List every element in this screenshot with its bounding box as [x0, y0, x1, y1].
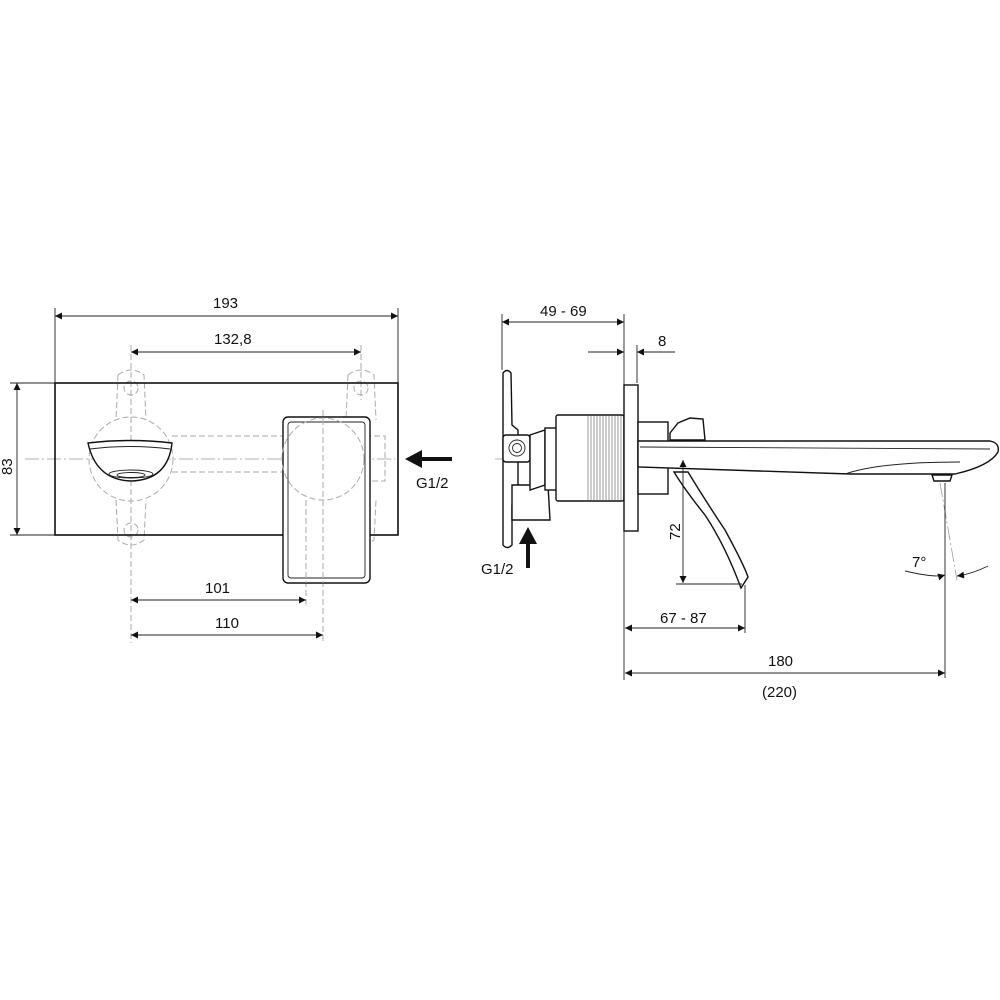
inlet-arrow-side: G1/2 [481, 527, 537, 578]
dim-height: 83 [0, 458, 16, 475]
dim-spout-angle: 7° [912, 554, 926, 571]
wall-flange [623, 384, 639, 532]
dim-spout-projection-alt: (220) [762, 684, 797, 701]
inlet-label-side: G1/2 [481, 561, 514, 578]
dim-lever-height: 72 [667, 523, 684, 540]
side-view: 49 - 69 8 72 67 - 87 180 (220) 7° G1/2 [481, 303, 1000, 701]
dim-spout-to-handle-a: 101 [205, 580, 230, 597]
valve-body [529, 414, 625, 502]
hidden-mounting-body [88, 369, 386, 546]
spout-front [87, 439, 173, 482]
dim-width-total: 193 [213, 295, 238, 312]
dim-lever-projection: 67 - 87 [660, 610, 707, 627]
dim-wall-depth: 49 - 69 [540, 303, 587, 320]
inlet-label-front: G1/2 [416, 475, 449, 492]
front-view: 193 132,8 83 101 110 G1/2 [0, 295, 452, 643]
dim-hole-spacing: 132,8 [214, 331, 252, 348]
inlet-nut [502, 434, 531, 463]
wall-plate [54, 382, 399, 536]
lever-side [672, 471, 749, 590]
inlet-arrow-front: G1/2 [405, 450, 452, 492]
spout-side [637, 417, 1000, 581]
dim-flange: 8 [658, 333, 666, 350]
dim-spout-to-handle-b: 110 [215, 615, 239, 632]
mixer-handle-front [281, 410, 371, 584]
dim-spout-projection: 180 [768, 653, 793, 670]
